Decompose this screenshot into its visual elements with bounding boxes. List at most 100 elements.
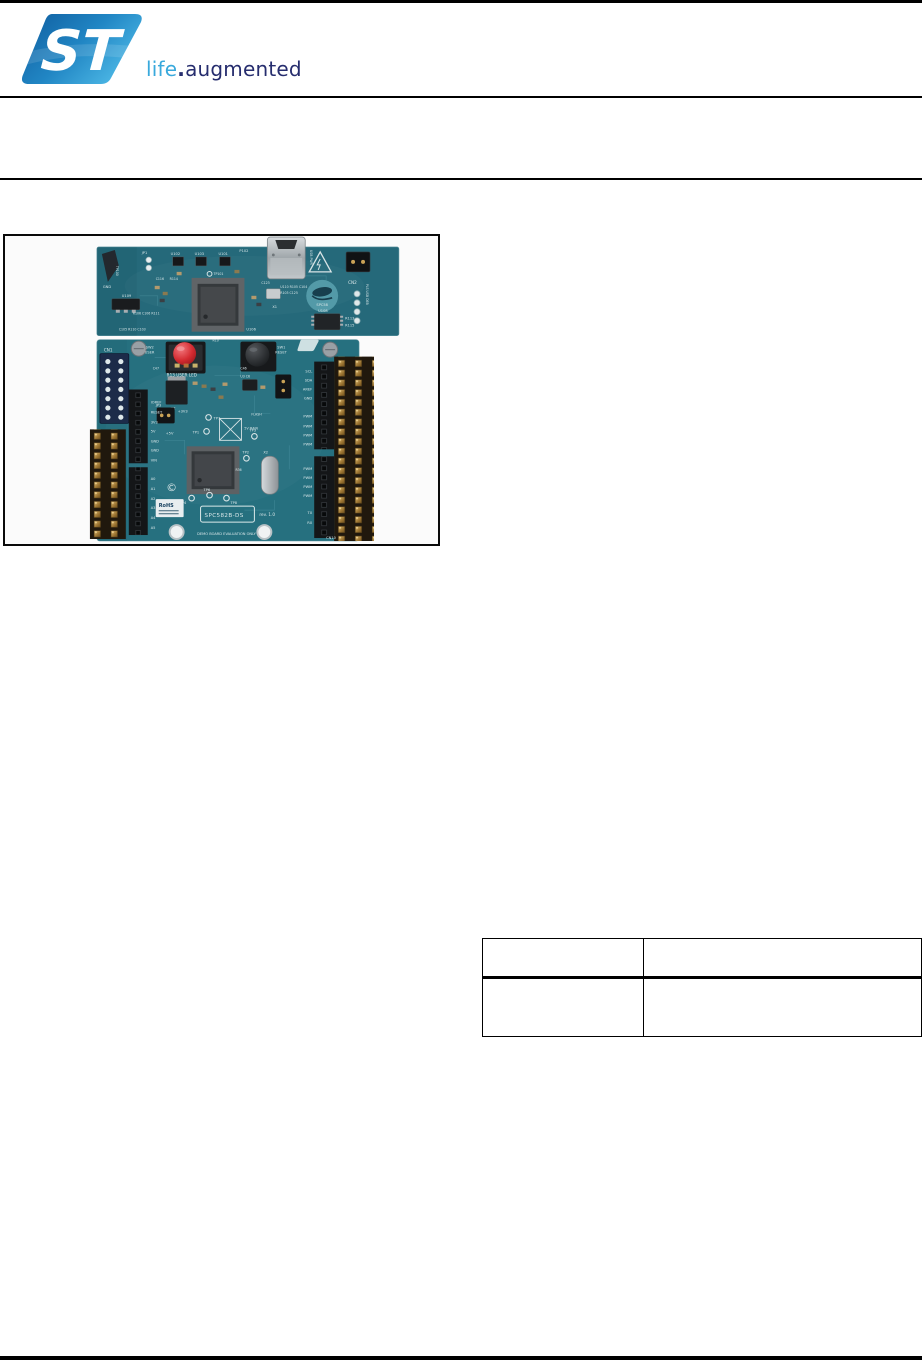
pin-label-pwm8: PWM xyxy=(303,494,312,498)
pin-label-vin: VIN xyxy=(151,458,158,462)
socket-left-lower xyxy=(128,467,148,536)
silk-label-tp2: TP2 xyxy=(241,450,249,454)
brand-augmented: augmented xyxy=(185,57,302,81)
silk-label-5vmain: 5V MAIN xyxy=(244,426,258,430)
gold-pin-header-left xyxy=(89,429,126,540)
silk-label-5v: +5V xyxy=(166,431,174,435)
brand-life: life xyxy=(146,57,178,81)
pin-label-a0: A0 xyxy=(151,477,156,481)
pin-label-aref: AREF xyxy=(303,387,312,391)
spc5-logo-text: SPC58 xyxy=(316,303,328,307)
silk-label-sw2: SW2 xyxy=(146,346,154,350)
silk-label-u109: U109 xyxy=(122,294,132,298)
pin-label-ioref: IOREF xyxy=(151,400,162,404)
mounting-hole-left xyxy=(168,524,185,541)
test-point-tp7 xyxy=(205,414,212,421)
test-point-tp4 xyxy=(188,494,195,502)
silk-label-x2: X2 xyxy=(263,450,268,454)
silk-label-3v3: +3V3 xyxy=(178,409,188,413)
keep-out-box xyxy=(219,417,242,441)
spc5-logo-badge: SPC58 xyxy=(306,279,339,312)
power-pin-labels: IOREF RESET 3V3 5V GND GND VIN xyxy=(151,400,163,462)
test-point-tp101 xyxy=(206,270,213,277)
silk-label-cn1: CN1 xyxy=(104,348,113,353)
test-point-tp6 xyxy=(206,491,213,499)
jp1-holes xyxy=(145,256,152,272)
silk-label-r10: R10 xyxy=(213,339,219,343)
silk-label-r115: R115 xyxy=(345,324,354,328)
pin-label-3v3: 3V3 xyxy=(151,420,158,424)
st-logo-pebble xyxy=(21,14,142,84)
jumper-mid-right xyxy=(275,374,292,399)
silk-label-x1: X1 xyxy=(272,305,277,309)
passives-top xyxy=(154,269,262,307)
pin-label-a2: A2 xyxy=(151,497,156,501)
silk-label-usb-pwr: USB PWR xyxy=(309,250,313,266)
pin-label-pwm4: PWM xyxy=(303,442,312,446)
pin-label-reset: RESET xyxy=(151,410,163,414)
pin-label-gnd2: GND xyxy=(151,448,159,452)
gold-pin-header-right xyxy=(334,356,375,542)
table-header-cell-2 xyxy=(644,939,921,979)
silk-label-tp3: TP3 xyxy=(248,428,256,432)
silk-label-tp100: TP100 xyxy=(115,265,119,276)
silk-label-c123: C123 xyxy=(261,281,269,285)
silk-label-c47: C47 xyxy=(153,367,159,371)
copyright-mark: © xyxy=(166,481,177,494)
user-led-group xyxy=(174,363,198,368)
silk-label-u108: U108 xyxy=(318,309,328,313)
passives-main xyxy=(192,381,266,399)
silk-label-tp8: TP8 xyxy=(229,501,237,505)
silk-label-sw1: SW1 xyxy=(277,346,285,350)
board-name-plate: SPC582B-DS xyxy=(200,505,255,523)
st-logo-sheen xyxy=(22,44,142,65)
cn1-connector xyxy=(99,353,130,424)
brand-dot: . xyxy=(177,57,186,81)
silk-label-pls-usb: PLS USB DEB xyxy=(365,284,369,305)
silk-label-r-row1: R106 C106 R111 xyxy=(133,312,160,316)
socket-right-lower xyxy=(314,456,335,539)
board-footer-note: DEMO BOARD EVALUATION ONLY xyxy=(197,532,256,536)
mcu-chip-u106 xyxy=(191,277,245,332)
silk-label-jp3: JP3 xyxy=(155,403,162,407)
mounting-hole-right xyxy=(256,524,273,541)
table-header-cell-1 xyxy=(483,939,644,979)
chip-u3 xyxy=(242,379,258,391)
test-point-tp3 xyxy=(251,433,258,440)
chip-u108 xyxy=(311,313,344,330)
silk-label-c116: C116 xyxy=(156,277,164,281)
silk-label-r-row2: C105 R110 C103 xyxy=(119,328,146,332)
test-point-tp1 xyxy=(203,428,210,435)
page-top-rule xyxy=(0,0,922,3)
pin-label-a4: A4 xyxy=(151,516,156,520)
silk-label-reset: RESET xyxy=(275,351,287,355)
silk-label-r36: R36 xyxy=(235,468,241,472)
empty-table xyxy=(482,938,922,1037)
test-point-tp2 xyxy=(243,454,250,462)
small-ic-row xyxy=(172,256,231,267)
chip-u109 xyxy=(111,298,141,313)
silk-label-c46: C46 xyxy=(240,367,246,371)
main-mcu-chip xyxy=(186,446,240,495)
pin-label-a1: A1 xyxy=(151,487,156,491)
silk-label-r103-row: R103 C125 xyxy=(280,291,298,295)
silk-label-u103: U103 xyxy=(195,252,204,256)
pin-label-pwm2: PWM xyxy=(303,424,312,428)
pin-label-5v: 5V xyxy=(151,429,156,433)
test-point-tp8 xyxy=(223,494,230,502)
silk-label-u110-row: U110 R105 C104 xyxy=(280,285,307,289)
st-logo-graphic: ST xyxy=(21,14,142,84)
silk-label-gnd: GND xyxy=(103,285,111,289)
pin-label-pwm1: PWM xyxy=(303,414,312,418)
st-logo-letters: ST xyxy=(39,19,126,84)
silk-label-flash: FLASH xyxy=(251,412,262,416)
wire-clip xyxy=(101,249,119,282)
pin-label-rx: RX xyxy=(307,521,312,525)
user-button xyxy=(165,341,206,374)
silk-label-u101: U101 xyxy=(219,252,228,256)
socket-left-upper xyxy=(128,389,148,464)
silk-label-tp7: TP7 xyxy=(213,416,221,420)
top-right-jumper xyxy=(345,251,371,273)
crystal-x1 xyxy=(266,288,281,300)
silk-label-u3: U3 C6 xyxy=(240,375,250,379)
